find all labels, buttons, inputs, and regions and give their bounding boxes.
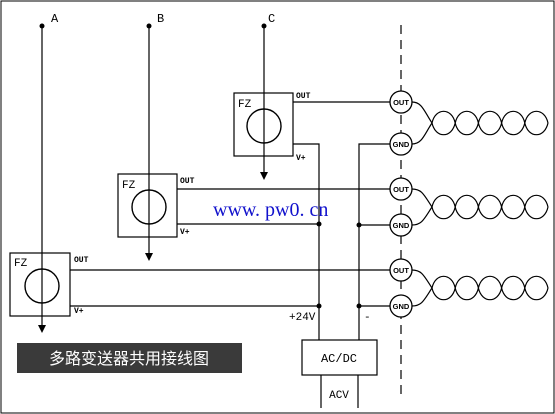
svg-text:OUT: OUT [393, 185, 409, 194]
terminal-gnd-2: GND [389, 213, 413, 237]
svg-text:OUT: OUT [393, 98, 409, 107]
caption-box [17, 343, 242, 373]
terminal-out-1: OUT [389, 90, 413, 114]
arrow-down-icon [38, 325, 46, 333]
transmitter-a-vplus-label: V+ [74, 307, 84, 316]
arrow-down-icon [260, 172, 268, 180]
signal-label-c: C [268, 12, 275, 26]
svg-text:GND: GND [393, 140, 410, 149]
plus24v-label: +24V [289, 312, 316, 324]
transmitter-c-vplus-label: V+ [296, 154, 306, 163]
transmitter-b-out-label: OUT [180, 177, 195, 186]
gnd-bus [358, 143, 390, 340]
transmitter-a-label: FZ [14, 258, 28, 270]
junction-dot [316, 221, 322, 227]
svg-text:OUT: OUT [393, 266, 409, 275]
svg-text:GND: GND [393, 302, 410, 311]
svg-text:GND: GND [393, 221, 410, 230]
transmitter-c-label: FZ [238, 99, 252, 111]
twisted-pair-strand-3-4 [431, 287, 549, 301]
caption-text: 多路变送器共用接线图 [49, 349, 209, 368]
acdc-label: AC/DC [321, 352, 357, 366]
signal-label-a: A [51, 12, 59, 26]
twisted-pair-strand-1-3 [431, 110, 549, 124]
transmitter-b-label: FZ [122, 180, 136, 192]
transmitter-a-out-label: OUT [74, 256, 89, 265]
junction-dot [316, 303, 322, 309]
minus-label: - [364, 312, 371, 324]
twisted-pair-strand-2-1 [411, 188, 433, 208]
acv-label: ACV [329, 390, 349, 402]
twisted-pair-strand-1-2 [411, 122, 433, 145]
terminal-out-2: OUT [389, 177, 413, 201]
twisted-pair-strand-3-2 [411, 287, 433, 307]
terminal-out-3: OUT [389, 258, 413, 282]
twisted-pair-strand-3-1 [411, 269, 433, 289]
terminal-gnd-3: GND [389, 294, 413, 318]
twisted-pair-strand-1-4 [431, 122, 549, 136]
terminal-gnd-1: GND [389, 132, 413, 156]
twisted-pair-cables [411, 101, 549, 307]
twisted-pair-strand-2-3 [431, 194, 549, 208]
vplus-wire-c [293, 143, 320, 297]
transmitter-b-vplus-label: V+ [180, 228, 190, 237]
twisted-pair-strand-1-1 [411, 101, 433, 124]
junction-dot [356, 303, 362, 309]
twisted-pair-strand-3-3 [431, 275, 549, 289]
junction-dot [356, 222, 362, 228]
twisted-pair-strand-2-4 [431, 206, 549, 220]
arrow-down-icon [145, 253, 153, 261]
acdc-power-supply [301, 339, 378, 376]
twisted-pair-strand-2-2 [411, 206, 433, 226]
transmitter-c-out-label: OUT [296, 92, 311, 101]
signal-label-b: B [157, 12, 164, 26]
watermark-text: www. pw0. cn [213, 199, 328, 221]
